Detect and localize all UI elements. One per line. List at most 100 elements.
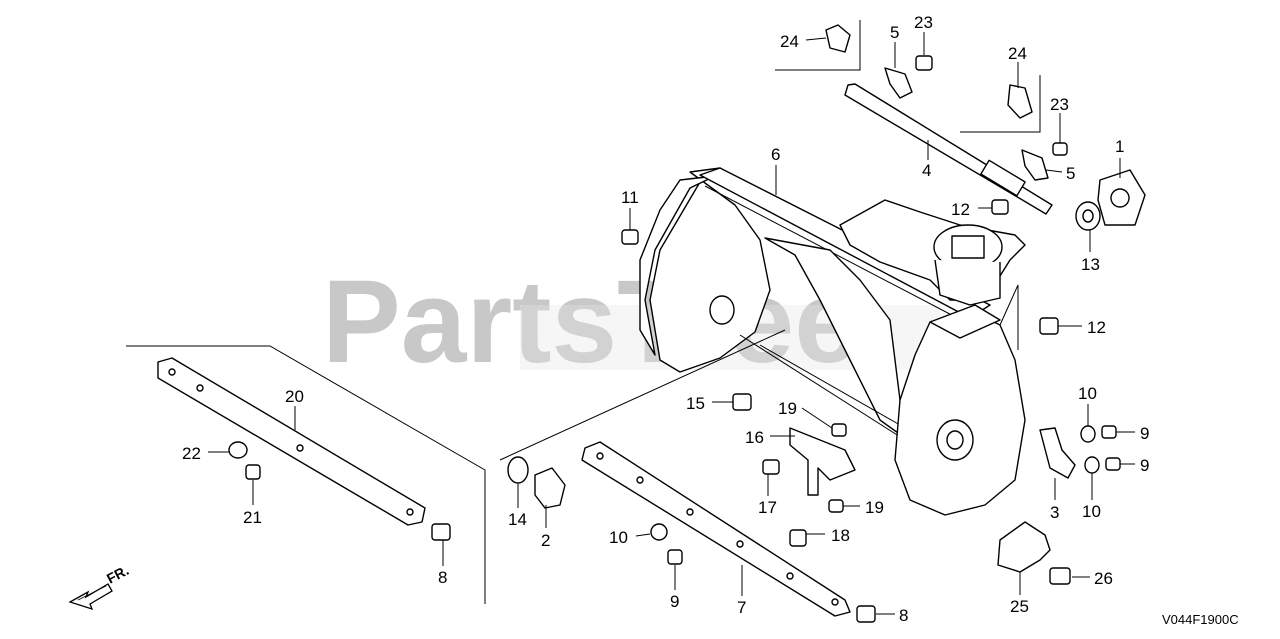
skid-hole (296, 444, 304, 452)
bracket-24-b (1007, 84, 1033, 119)
front-direction-arrow-icon (68, 583, 113, 611)
callout-12b: 12 (1087, 318, 1106, 337)
bolt-18 (789, 529, 807, 547)
callout-12a: 12 (951, 200, 970, 219)
skid-bar (157, 357, 426, 526)
nut-9-a (1101, 425, 1117, 439)
scraper-hole (831, 598, 839, 606)
inset-frame-line (126, 345, 486, 604)
bolt-23-a (915, 55, 933, 71)
housing-top-rail (699, 167, 991, 319)
callout-18: 18 (831, 526, 850, 545)
housing-rail-edge (704, 185, 966, 323)
clip-5-b (1021, 149, 1049, 181)
callout-11: 11 (621, 188, 639, 207)
bolt-8-b (856, 605, 876, 623)
callout-26: 26 (1094, 569, 1113, 588)
leader-10c (635, 533, 651, 537)
callout-3: 3 (1050, 503, 1059, 522)
leader-5b (1045, 169, 1063, 173)
chute-neck (934, 259, 1001, 306)
skid-shoe-25 (997, 521, 1051, 573)
bolt-15 (732, 393, 752, 411)
callout-8a: 8 (438, 568, 447, 587)
bearing-13-inner (1082, 209, 1094, 223)
washer-22 (228, 441, 248, 459)
bolt-12-a (991, 199, 1009, 215)
scraper-bar-plate (581, 441, 851, 617)
flange-2 (534, 467, 566, 509)
callout-24b: 24 (1008, 44, 1027, 63)
leader-lines (208, 32, 1135, 615)
bolt-8-a (431, 523, 451, 541)
scraper-hole (786, 572, 794, 580)
callout-13: 13 (1081, 255, 1100, 274)
front-label: FR. (104, 562, 131, 587)
diagram-code: V044F1900C (1162, 612, 1239, 627)
callout-labels: 1 2 3 4 5 5 6 7 8 8 9 9 9 10 10 10 11 12… (182, 13, 1149, 625)
skid-hole (406, 508, 414, 516)
callout-20: 20 (285, 387, 304, 406)
callout-9a: 9 (1140, 424, 1149, 443)
callout-25: 25 (1010, 597, 1029, 616)
chute-shaft (844, 83, 1053, 215)
housing-right-top (929, 304, 1001, 339)
clip-5-a (884, 67, 913, 99)
callout-19a: 19 (778, 399, 797, 418)
callout-14: 14 (508, 510, 527, 529)
nut-9-c (667, 549, 683, 565)
housing-left-bearing-hole (709, 295, 735, 325)
scraper-hole (686, 508, 694, 516)
callout-23b: 23 (1050, 95, 1069, 114)
callout-6: 6 (771, 145, 780, 164)
skid-hole (168, 368, 176, 376)
small-parts (228, 24, 1146, 623)
callout-22: 22 (182, 444, 201, 463)
housing-bottom-edge-inner (759, 344, 901, 426)
front-indicator: FR. (68, 562, 131, 611)
callout-9c: 9 (670, 592, 679, 611)
callout-9b: 9 (1140, 456, 1149, 475)
bolt-17 (762, 459, 780, 475)
callout-7: 7 (737, 598, 746, 617)
chute-square-opening (951, 235, 985, 259)
housing-right-bearing-inner (946, 430, 964, 450)
callout-5b: 5 (1066, 164, 1075, 183)
nut-9-b (1105, 457, 1121, 471)
callout-16: 16 (745, 428, 764, 447)
housing-left-flange (639, 175, 716, 356)
callout-5a: 5 (890, 23, 899, 42)
auger-housing (639, 167, 1026, 516)
leader-24a (805, 37, 827, 41)
callout-10a: 10 (1078, 384, 1097, 403)
washer-10-a (1080, 425, 1096, 443)
bolt-12-b (1039, 317, 1059, 335)
washer-10-b (1084, 456, 1100, 474)
bolt-11 (621, 229, 639, 245)
bolt-23-b (1052, 142, 1068, 156)
inset-leader-line (499, 329, 786, 461)
leader-19a (801, 407, 833, 429)
callout-21: 21 (243, 508, 262, 527)
callout-4: 4 (922, 161, 931, 180)
callout-1: 1 (1115, 137, 1124, 156)
inset-bracket-24-right (960, 75, 1041, 133)
bracket-3 (1039, 427, 1076, 479)
scraper-hole (736, 540, 744, 548)
housing-bottom-edge (739, 334, 906, 441)
callout-24a: 24 (780, 32, 799, 51)
nut-19-a (831, 423, 847, 437)
scraper-hole (596, 452, 604, 460)
callout-2: 2 (541, 531, 550, 550)
callout-8b: 8 (899, 606, 908, 625)
shaft-worm-gear (980, 159, 1026, 197)
nut-19-b (828, 499, 844, 513)
skid-hole (196, 384, 204, 392)
callout-19b: 19 (865, 498, 884, 517)
watermark-text: PartsTree (322, 256, 860, 388)
scraper-hole (636, 476, 644, 484)
bracket-24-a (825, 24, 851, 53)
callout-10b: 10 (1082, 502, 1101, 521)
housing-right-back-edge (999, 284, 1019, 350)
